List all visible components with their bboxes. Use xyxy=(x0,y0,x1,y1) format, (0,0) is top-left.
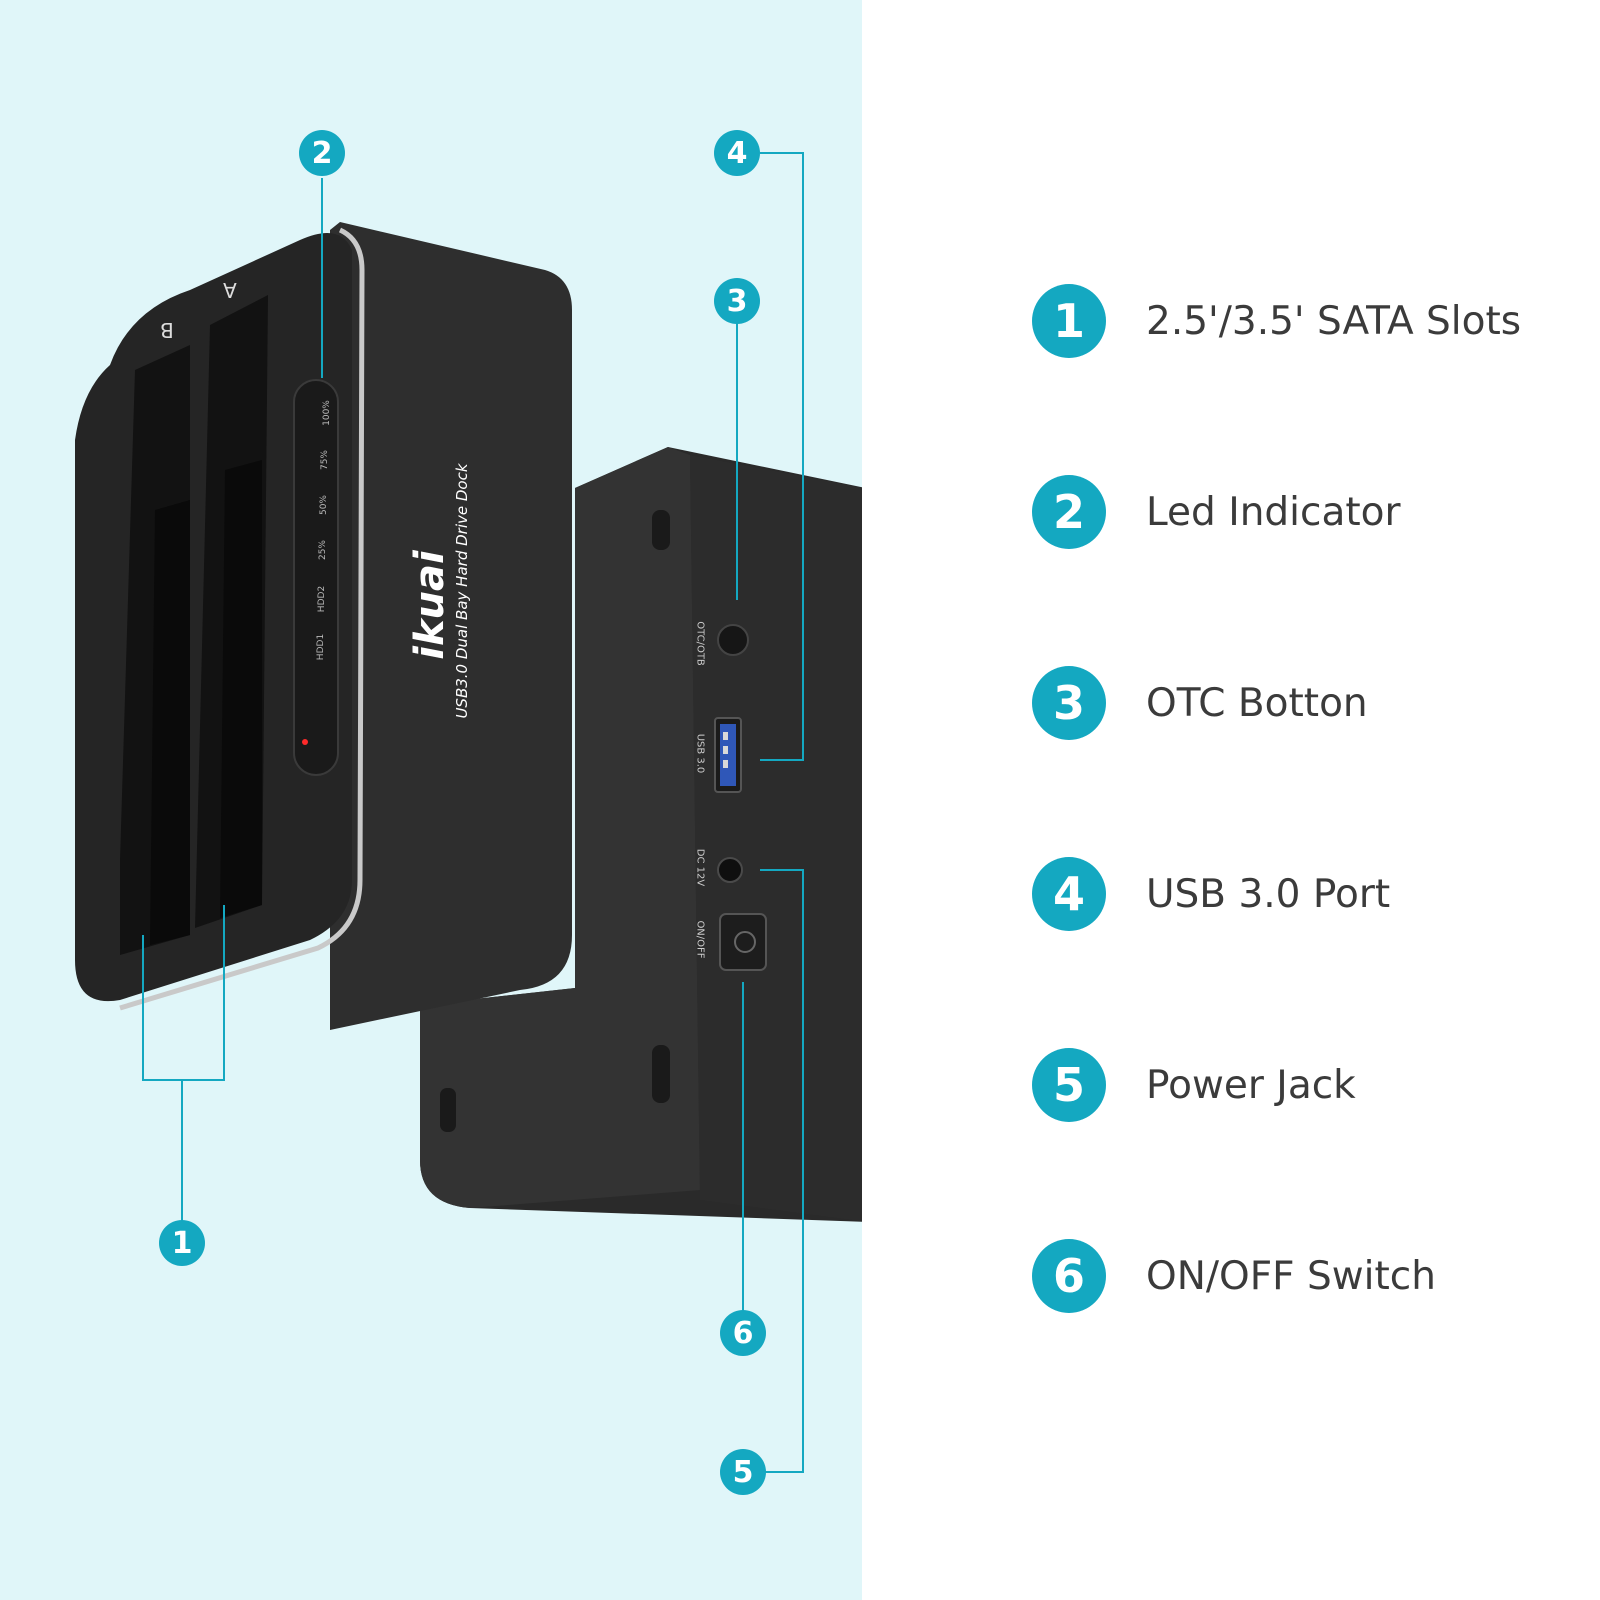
silver-edge xyxy=(119,227,365,1011)
otc-button xyxy=(717,624,749,656)
port-label-otc: OTC/OTB xyxy=(694,621,706,666)
callout-1: 1 xyxy=(159,1220,205,1266)
led-label-75: 75% xyxy=(320,450,330,471)
legend-label-1: 2.5'/3.5' SATA Slots xyxy=(1146,299,1522,344)
callout-6: 6 xyxy=(720,1310,766,1356)
led-panel xyxy=(293,379,339,776)
legend-label-5: Power Jack xyxy=(1146,1063,1356,1108)
legend-label-6: ON/OFF Switch xyxy=(1146,1254,1436,1299)
power-led xyxy=(302,739,308,745)
slot-b-notch xyxy=(150,500,190,945)
brand-logo: ikuai xyxy=(407,550,453,660)
legend-badge-2: 2 xyxy=(1032,475,1106,549)
back-unit-face xyxy=(690,455,862,1222)
port-label-power: ON/OFF xyxy=(694,920,706,959)
legend-badge-4: 4 xyxy=(1032,857,1106,931)
legend-badge-5: 5 xyxy=(1032,1048,1106,1122)
callout-3: 3 xyxy=(714,278,760,324)
port-label-dc: DC 12V xyxy=(694,848,706,887)
dc-jack xyxy=(717,857,743,883)
power-switch xyxy=(719,913,767,971)
product-name-label: USB3.0 Dual Bay Hard Drive Dock xyxy=(453,463,471,719)
legend-label-2: Led Indicator xyxy=(1146,490,1401,535)
front-unit-right-side xyxy=(330,222,572,1030)
legend-badge-1: 1 xyxy=(1032,284,1106,358)
port-label-usb: USB 3.0 xyxy=(694,733,706,774)
legend-label-3: OTC Botton xyxy=(1146,681,1368,726)
legend-label-4: USB 3.0 Port xyxy=(1146,872,1391,917)
back-unit-side-shade xyxy=(420,447,700,1208)
legend-badge-3: 3 xyxy=(1032,666,1106,740)
dock-illustration xyxy=(75,152,862,1473)
led-label-hdd2: HDD2 xyxy=(317,585,327,613)
led-label-100: 100% xyxy=(322,400,332,426)
led-label-25: 25% xyxy=(318,540,328,561)
callout-2: 2 xyxy=(299,130,345,176)
led-label-hdd1: HDD1 xyxy=(316,633,326,661)
callout-4: 4 xyxy=(714,130,760,176)
callout-5: 5 xyxy=(720,1449,766,1495)
slot-label-a: A xyxy=(223,278,237,302)
legend-badge-6: 6 xyxy=(1032,1239,1106,1313)
led-label-50: 50% xyxy=(319,495,329,516)
slot-label-b: B xyxy=(160,318,174,342)
slot-a-notch xyxy=(220,460,262,918)
